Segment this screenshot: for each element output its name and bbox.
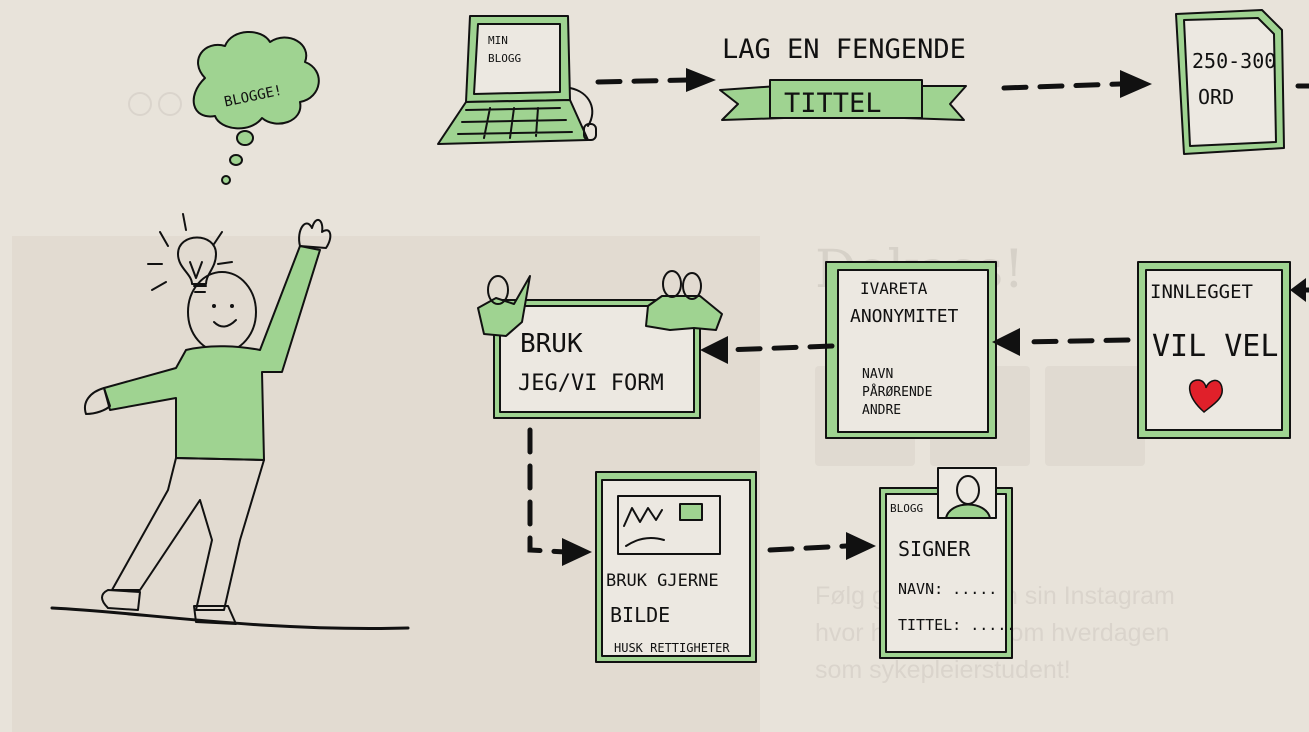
picture-icon [617, 495, 721, 555]
title-banner-text: TITTEL [784, 88, 882, 119]
background-dots [128, 92, 188, 120]
pants [111, 457, 265, 611]
anonymity-heading-1: IVARETA [860, 279, 928, 298]
image-line3: HUSK RETTIGHETER [614, 641, 730, 655]
form-line2: JEG/VI FORM [518, 371, 664, 396]
anonymity-item-1: NAVN [862, 367, 893, 382]
length-line1: 250-300 [1192, 49, 1276, 73]
thought-bubble: BLOGGE! [192, 30, 320, 185]
step-form: BRUK JEG/VI FORM [477, 270, 723, 419]
step-sign: BLOGG SIGNER NAVN: ..... TITTEL: ..... [879, 467, 1015, 659]
laptop-screen-line2: BLOGG [488, 52, 521, 65]
heart-icon [1189, 379, 1223, 413]
step-goodwill: INNLEGGET VIL VEL [1137, 261, 1291, 439]
blogger-figure [50, 213, 410, 631]
sign-field-name: NAVN: ..... [898, 580, 997, 598]
head [187, 271, 257, 353]
laptop-screen-line1: MIN [488, 34, 508, 47]
lightbulb-icon [177, 236, 217, 285]
sign-field-title: TITTEL: ..... [898, 616, 1015, 634]
image-line2: BILDE [610, 603, 670, 627]
raised-hand [298, 218, 332, 249]
length-line2: ORD [1198, 85, 1234, 109]
background-instagram-tile [1045, 366, 1145, 466]
flow-arrows [527, 68, 1309, 566]
image-line1: BRUK GJERNE [606, 571, 719, 591]
goodwill-line2: VIL VEL [1152, 329, 1278, 364]
sign-heading: SIGNER [898, 537, 971, 561]
anonymity-heading-2: ANONYMITET [850, 306, 959, 327]
step-anonymity: IVARETA ANONYMITET NAVN PÅRØRENDE ANDRE [825, 261, 997, 439]
anonymity-item-2: PÅRØRENDE [862, 384, 932, 400]
step-length: 250-300 ORD [1175, 9, 1285, 155]
title-heading: LAG EN FENGENDE [722, 34, 966, 65]
anonymity-item-3: ANDRE [862, 403, 901, 418]
goodwill-line1: INNLEGGET [1150, 281, 1253, 303]
step-title: LAG EN FENGENDE TITTEL [719, 34, 967, 121]
laptop-icon: MIN BLOGG [437, 15, 597, 145]
sign-tag: BLOGG [890, 502, 923, 515]
form-line1: BRUK [520, 329, 583, 359]
step-image: BRUK GJERNE BILDE HUSK RETTIGHETER [595, 471, 757, 663]
